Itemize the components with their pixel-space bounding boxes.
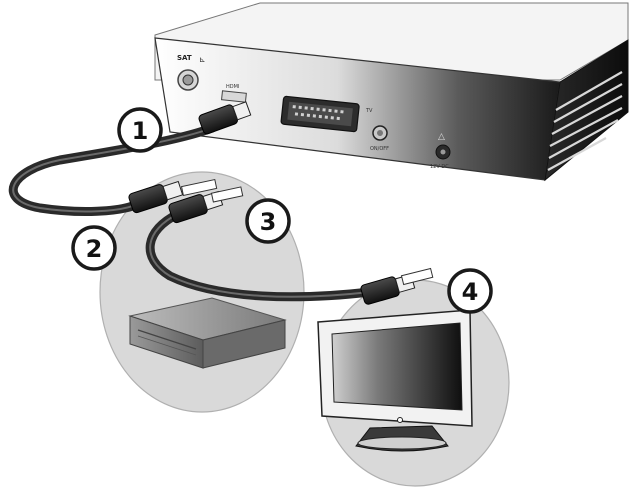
box-side-face (544, 39, 629, 182)
tv-hdmi-port-icon (400, 267, 434, 286)
television (317, 309, 473, 452)
hdmi-plug-2 (128, 180, 184, 214)
step-number-1: 1 (132, 117, 149, 145)
hdmi-port-icon (220, 90, 247, 103)
source-hdmi-port-icon (180, 178, 218, 197)
step-number-2: 2 (86, 235, 103, 263)
tv-port-label: TV (365, 108, 373, 114)
scart-port-icon (280, 95, 360, 133)
step-callout-3: 3 (245, 198, 291, 244)
hdmi-plug-1 (198, 101, 252, 135)
hdmi-port-label: HDMI (226, 84, 239, 90)
step-number-3: 3 (260, 208, 277, 236)
warning-triangle-icon: △ (438, 132, 445, 142)
step-callout-2: 2 (71, 225, 117, 271)
dvd-side-face (202, 319, 286, 369)
step-callout-4: 4 (447, 268, 493, 314)
set-top-box: SAT ⊾ HDMI TV ON/OFF △ 12V DC (154, 2, 629, 182)
tv-screen (331, 322, 463, 411)
satellite-dish-icon: ⊾ (199, 55, 206, 64)
tv-power-led-icon (397, 417, 403, 423)
step-number-4: 4 (462, 278, 479, 306)
step-callout-1: 1 (117, 107, 163, 153)
power-jack-label: 12V DC (430, 164, 449, 170)
box-vents (547, 71, 623, 171)
hdmi-plugs (128, 101, 434, 305)
onoff-label: ON/OFF (370, 146, 389, 152)
sat-label: SAT (177, 54, 192, 62)
dvd-player (128, 297, 287, 369)
